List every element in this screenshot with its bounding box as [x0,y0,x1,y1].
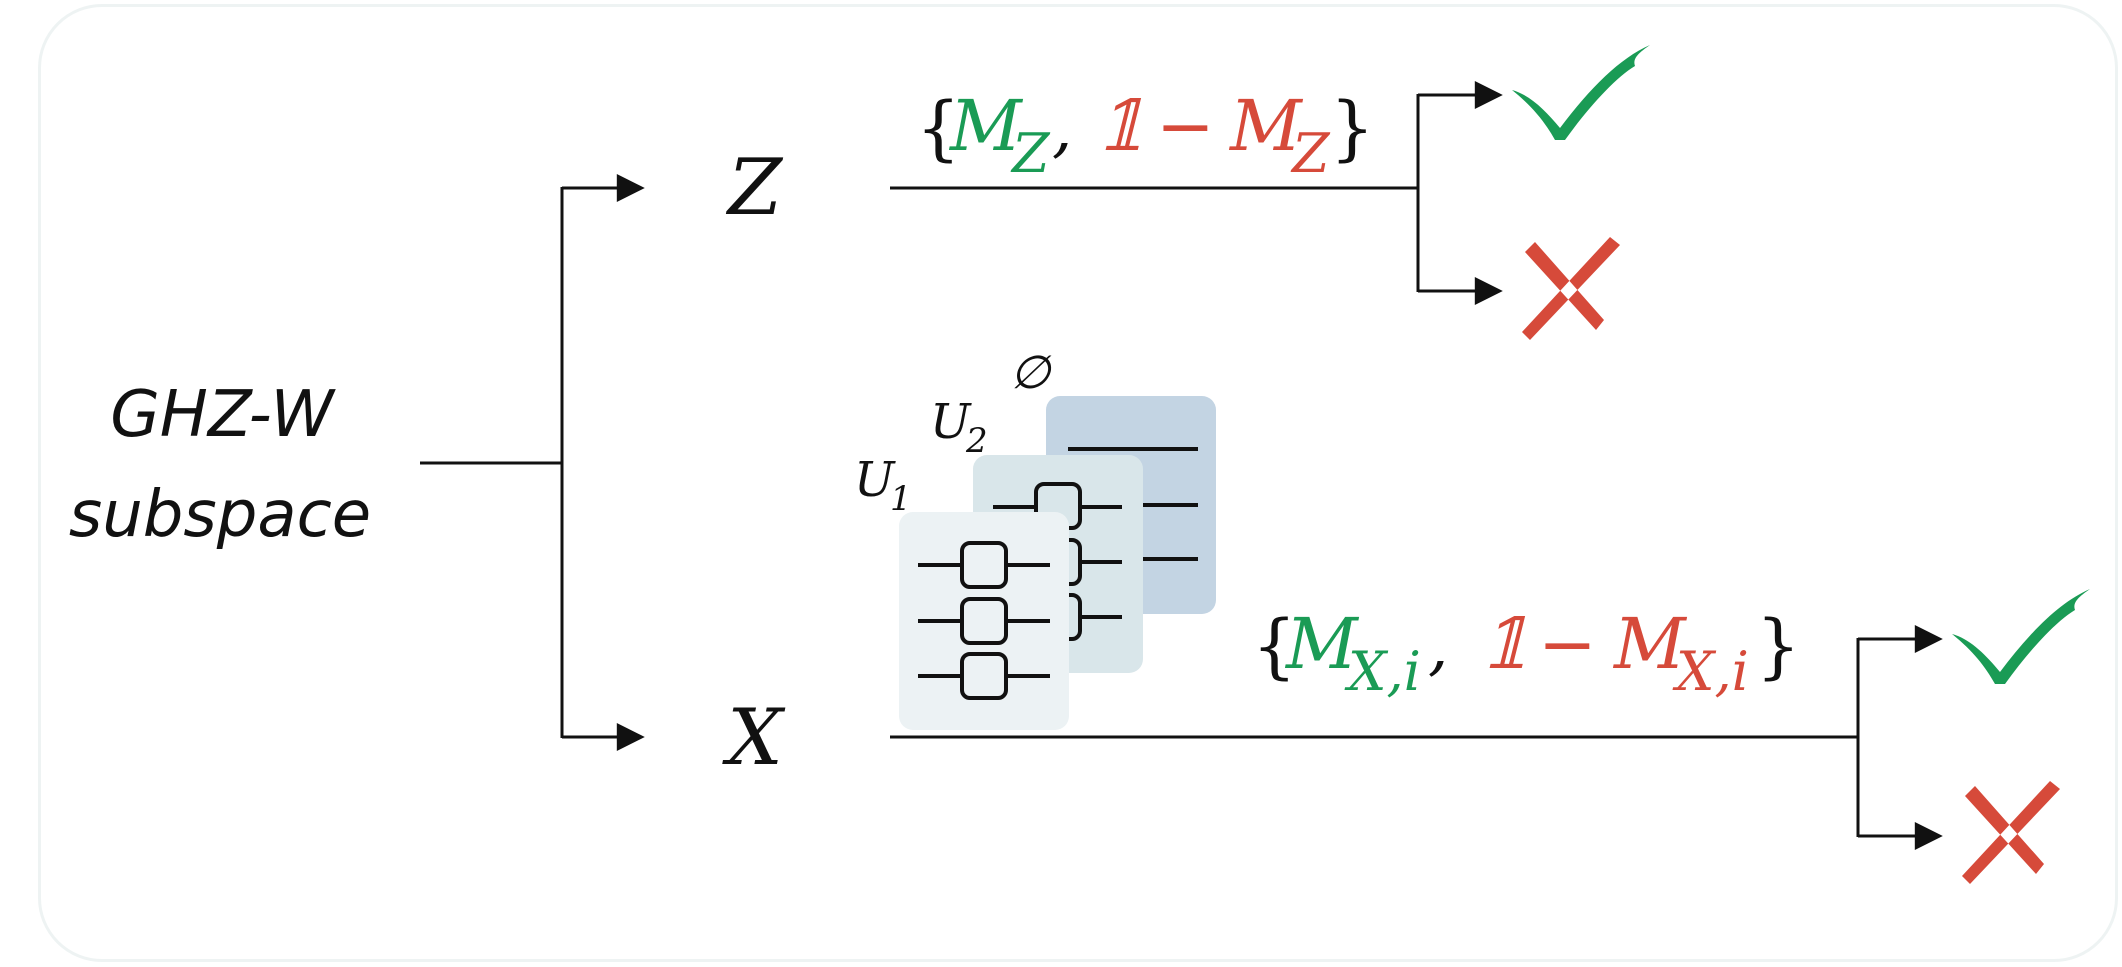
x-minus: − [1538,603,1597,685]
u1-gate-2 [960,597,1008,645]
source-label-line2: subspace [69,478,371,552]
empty-circuit-label: ∅ [1010,345,1052,399]
u1-gate-3 [960,652,1008,700]
check-icon [1512,45,1650,140]
u2-label-subscript: 2 [965,421,988,461]
z-minus: − [1156,85,1215,167]
z-complement-projector: M [1228,85,1304,167]
x-projector-subscript: X,i [1344,640,1421,703]
z-comma: , [1052,92,1072,166]
x-measurement-set: { M X,i , 𝟙 − M X,i } [1252,603,1801,703]
x-close-brace: } [1756,605,1801,687]
z-measurement-set: { M Z , 𝟙 − M Z } [916,85,1375,185]
u2-label: U [930,394,972,450]
z-projector: M [948,85,1024,167]
x-identity: 𝟙 [1480,603,1529,685]
z-complement-subscript: Z [1290,122,1331,185]
z-basis-label: Z [725,143,784,233]
circuit-stack: ∅ U 2 U 1 [854,345,1216,730]
z-open-brace: { [916,87,961,169]
u1-label-subscript: 1 [890,479,912,519]
x-projector: M [1284,603,1360,685]
x-complement-subscript: X,i [1672,640,1749,703]
x-open-brace: { [1252,605,1297,687]
source-label-line1: GHZ-W [110,378,336,452]
check-icon [1952,589,2090,684]
z-close-brace: } [1330,87,1375,169]
cross-icon [1522,237,1620,340]
z-projector-subscript: Z [1010,122,1051,185]
x-basis-label: X [721,693,786,783]
x-complement-projector: M [1612,603,1688,685]
u1-gate-1 [960,541,1008,589]
z-identity: 𝟙 [1096,85,1145,167]
u1-label: U [854,452,896,508]
cross-icon [1962,781,2060,884]
x-comma: , [1428,610,1448,684]
